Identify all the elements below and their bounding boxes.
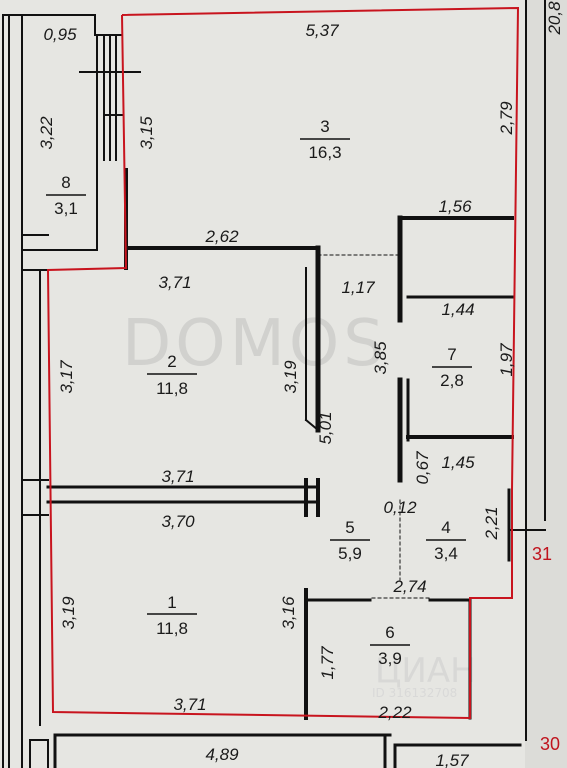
room-3-area: 16,3 — [308, 143, 341, 162]
dim-3-85: 3,85 — [371, 341, 390, 375]
dim-0-67: 0,67 — [413, 451, 432, 485]
dim-3-22: 3,22 — [37, 116, 56, 150]
room-6-number: 6 — [385, 623, 394, 642]
walls — [2, 0, 546, 768]
room-1-area: 11,8 — [156, 619, 188, 638]
room-5-area: 5,9 — [338, 544, 362, 563]
room-2-number: 2 — [167, 352, 176, 371]
dim-3-71-mid: 3,71 — [161, 467, 194, 486]
dim-3-19-room1: 3,19 — [59, 596, 78, 630]
dim-3-70: 3,70 — [161, 512, 195, 531]
watermark-id: ID 316132708 — [372, 686, 457, 700]
dim-3-16: 3,16 — [279, 596, 298, 630]
dim-2-74: 2,74 — [392, 577, 426, 596]
room-7-number: 7 — [447, 345, 456, 364]
dim-1-97: 1,97 — [497, 343, 516, 377]
room-8-area: 3,1 — [54, 199, 78, 218]
dim-2-21: 2,21 — [482, 506, 501, 540]
unit-markers: 31 30 — [532, 544, 560, 754]
room-2-area: 11,8 — [156, 379, 188, 398]
room-4-area: 3,4 — [434, 544, 458, 563]
apartment-outline — [46, 6, 520, 720]
room-1-number: 1 — [167, 593, 176, 612]
marker-31: 31 — [532, 544, 552, 564]
room-6-area: 3,9 — [378, 649, 402, 668]
room-3-number: 3 — [320, 117, 329, 136]
dim-2-62: 2,62 — [204, 227, 239, 246]
dim-3-19-room2: 3,19 — [281, 360, 300, 394]
dim-3-71-top: 3,71 — [158, 273, 191, 292]
dim-2-79: 2,79 — [497, 101, 516, 136]
dim-1-77: 1,77 — [318, 646, 337, 680]
dim-0-95: 0,95 — [43, 25, 77, 44]
dim-4-89: 4,89 — [205, 745, 239, 764]
room-4-number: 4 — [441, 518, 450, 537]
dim-1-57: 1,57 — [435, 751, 469, 768]
dim-2-22: 2,22 — [377, 703, 412, 722]
room-7-area: 2,8 — [440, 371, 464, 390]
watermark-brand: DOMOS — [122, 307, 388, 381]
watermark: DOMOS ЦИАН ID 316132708 — [122, 307, 476, 700]
dim-1-17: 1,17 — [341, 278, 375, 297]
dim-1-56: 1,56 — [438, 197, 472, 216]
dimension-labels: 0,95 5,37 3,22 3,15 2,79 1,56 2,62 3,71 … — [37, 1, 564, 768]
watermark-site: ЦИАН — [375, 651, 476, 691]
dim-3-17: 3,17 — [57, 360, 76, 394]
dim-5-01: 5,01 — [316, 411, 335, 444]
dim-1-44: 1,44 — [441, 300, 474, 319]
dim-20-8: 20,8 — [545, 1, 564, 36]
dim-5-37: 5,37 — [305, 21, 339, 40]
room-8-number: 8 — [61, 173, 70, 192]
dim-0-12: 0,12 — [383, 498, 417, 517]
room-labels: 3 16,3 2 11,8 1 11,8 7 2,8 5 5,9 4 3,4 6… — [46, 117, 472, 668]
dim-3-15: 3,15 — [137, 116, 156, 150]
marker-30: 30 — [540, 734, 560, 754]
room-5-number: 5 — [345, 518, 354, 537]
dim-3-71-bottom: 3,71 — [173, 695, 206, 714]
dim-1-45: 1,45 — [441, 453, 475, 472]
